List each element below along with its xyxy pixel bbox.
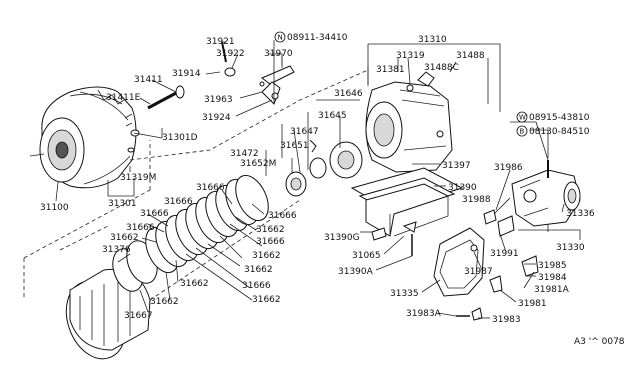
extension-housing-drawing [511,160,581,227]
label-31652m: 31652M [240,159,276,169]
label-31666-d: 31666 [126,223,155,233]
bolt-symbol-letter: B [520,128,525,136]
label-31310: 31310 [418,35,447,45]
label-31662-f: 31662 [150,297,179,307]
torque-converter-drawing [29,86,137,189]
bracket-parts [371,221,417,256]
label-31662-d: 31662 [252,295,281,305]
part-number-labels: 31921 31922 31914 31970 N 08911-34410 31… [40,31,625,347]
label-31666-e: 31666 [268,211,297,221]
label-31301d: 31301D [162,133,198,143]
bolt-symbol-icon [516,125,528,137]
label-31319m: 31319M [120,173,156,183]
label-31397: 31397 [442,161,471,171]
reference-code: A3 '^ 0078 [574,337,625,347]
label-31662-g: 31662 [110,233,139,243]
label-31411: 31411 [134,75,163,85]
label-31666-g: 31666 [242,281,271,291]
label-08130-84510: 08130-84510 [529,127,590,137]
label-31991: 31991 [490,249,519,259]
label-31666-c: 31666 [140,209,169,219]
label-31662-b: 31662 [252,251,281,261]
label-31390a: 31390A [338,267,374,277]
friction-plates [145,174,269,274]
label-31667: 31667 [124,311,153,321]
label-31065: 31065 [352,251,381,261]
label-31376: 31376 [102,245,131,255]
label-31981a: 31981A [534,285,570,295]
label-31319: 31319 [396,51,425,61]
label-31390g: 31390G [324,233,360,243]
label-31922: 31922 [216,49,245,59]
label-31335: 31335 [390,289,419,299]
label-31301: 31301 [108,199,137,209]
label-08911-34410: 08911-34410 [287,33,348,43]
label-31411e: 31411E [106,93,141,103]
nut-symbol-letter: N [278,34,283,42]
label-31914: 31914 [172,69,201,79]
label-31662-e: 31662 [180,279,209,289]
label-31336: 31336 [566,209,595,219]
washer-symbol-icon [516,111,528,123]
label-31651: 31651 [280,141,309,151]
label-31488: 31488 [456,51,485,61]
rear-gasket-drawing [433,227,485,297]
label-31987: 31987 [464,267,493,277]
planetary-parts [285,139,363,197]
label-31666-f: 31666 [256,237,285,247]
selector-lever-parts [221,41,295,105]
label-31666-b: 31666 [164,197,193,207]
label-31381: 31381 [376,65,405,75]
label-08915-43810: 08915-43810 [529,113,590,123]
label-31472: 31472 [230,149,259,159]
label-31488c: 31488C [424,63,459,73]
label-31666-a: 31666 [196,183,225,193]
label-31981: 31981 [518,299,547,309]
label-31390: 31390 [448,183,477,193]
leader-lines [55,40,581,319]
oil-pan-drawing [350,167,464,237]
label-31983: 31983 [492,315,521,325]
label-31646: 31646 [334,89,363,99]
label-31662-a: 31662 [256,225,285,235]
label-31986: 31986 [494,163,523,173]
washer-symbol-letter: W [519,114,526,122]
label-31662-c: 31662 [244,265,273,275]
label-31647: 31647 [290,127,319,137]
label-31970: 31970 [264,49,293,59]
label-31924: 31924 [202,113,231,123]
label-31988: 31988 [462,195,491,205]
governor-parts [456,209,539,321]
label-31984: 31984 [538,273,567,283]
label-31985: 31985 [538,261,567,271]
clutch-disc-stack [65,240,158,360]
nut-symbol-icon [274,31,286,43]
label-31963: 31963 [204,95,233,105]
label-31921: 31921 [206,37,235,47]
label-31100: 31100 [40,203,69,213]
transmission-case-drawing [365,71,453,173]
label-31645: 31645 [318,111,347,121]
label-31330: 31330 [556,243,585,253]
label-31983a: 31983A [406,309,442,319]
